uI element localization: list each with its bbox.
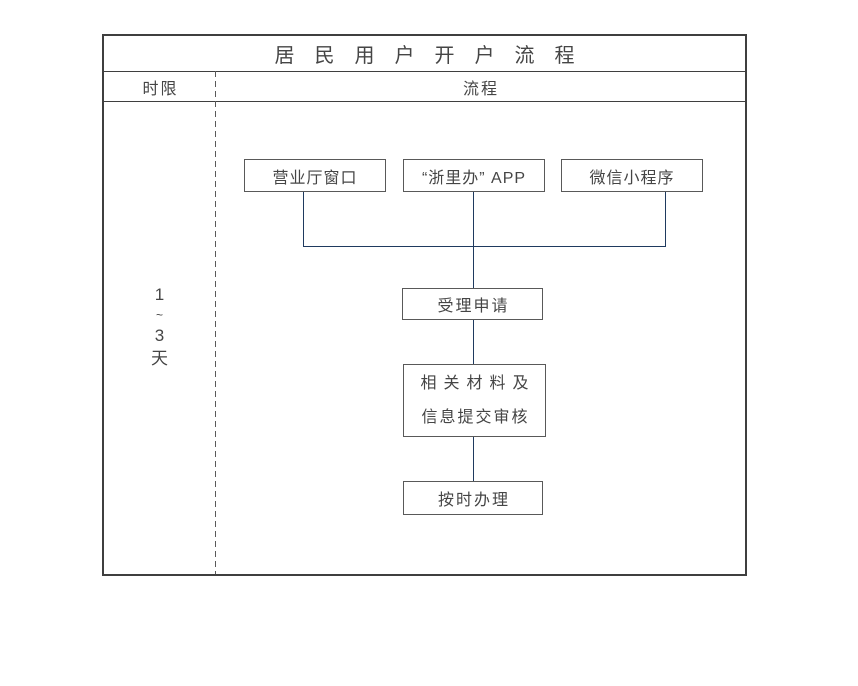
header-process: 流程 <box>462 80 499 98</box>
time-limit-line: 天 <box>151 349 168 368</box>
column-divider <box>215 71 216 574</box>
materials-review-line2: 信息提交审核 <box>421 408 530 426</box>
header-row: 时限 流程 <box>104 72 745 102</box>
time-limit-line: 3 <box>154 326 165 345</box>
connector-merge-horizontal <box>303 246 666 247</box>
title-row: 居民用户开户流程 <box>104 36 745 72</box>
page-title: 居民用户开户流程 <box>274 45 595 67</box>
accept-application-label: 受理申请 <box>437 298 510 315</box>
connector-channel1-down <box>303 192 304 246</box>
time-limit-value: 1 ~ 3 天 <box>104 283 215 370</box>
connector-channel3-down <box>665 192 666 246</box>
node-zheliban-app: “浙里办” APP <box>403 159 545 192</box>
header-time-limit: 时限 <box>142 80 179 98</box>
node-wechat-miniprogram: 微信小程序 <box>561 159 703 192</box>
time-limit-line: 1 <box>154 285 165 304</box>
node-materials-review: 相关材料及 信息提交审核 <box>403 364 546 437</box>
time-limit-tilde: ~ <box>155 308 163 322</box>
materials-review-line1: 相关材料及 <box>420 374 536 392</box>
node-accept-application: 受理申请 <box>402 288 543 320</box>
connector-materials-to-handle <box>473 437 474 481</box>
flowchart-table: 居民用户开户流程 时限 流程 1 ~ 3 天 营业厅窗口 “浙里办” APP 微… <box>102 34 747 576</box>
node-hall-window: 营业厅窗口 <box>244 159 386 192</box>
connector-channel2-down <box>473 192 474 288</box>
connector-accept-to-materials <box>473 320 474 364</box>
node-handle-on-time: 按时办理 <box>403 481 543 515</box>
handle-on-time-label: 按时办理 <box>437 492 510 509</box>
